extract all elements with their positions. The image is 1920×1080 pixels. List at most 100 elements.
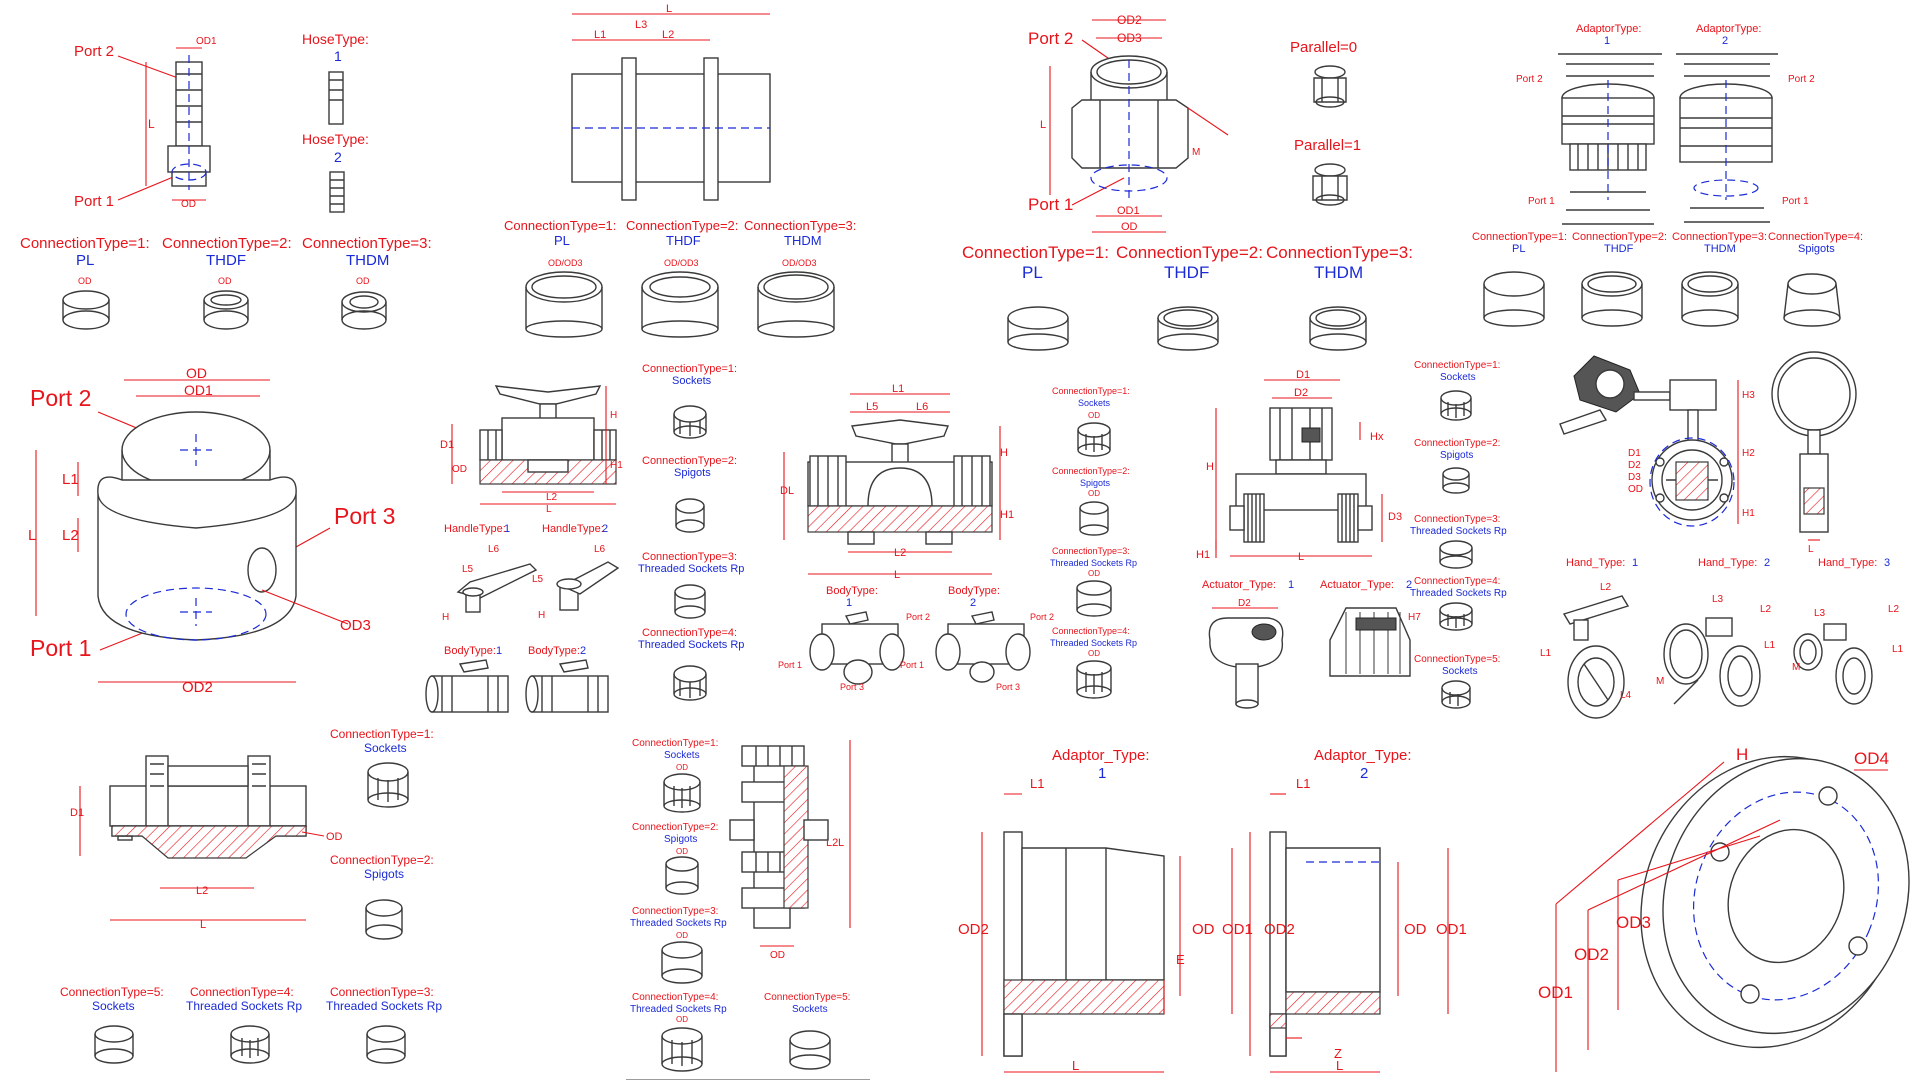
svg-text:OD1: OD1 xyxy=(1222,921,1253,938)
svg-text:AdaptorType:: AdaptorType: xyxy=(1576,23,1641,35)
svg-text:1: 1 xyxy=(496,645,502,657)
hose-cap-3: OD xyxy=(341,276,387,330)
svg-text:Z: Z xyxy=(1334,1046,1342,1061)
svg-text:OD/OD3: OD/OD3 xyxy=(664,258,699,268)
adaptor-bottom-type1: 1 xyxy=(1098,765,1106,782)
hose-cap-1: OD xyxy=(62,276,110,330)
svg-text:OD: OD xyxy=(676,1015,688,1024)
ball-conn-cap-1 xyxy=(673,405,707,439)
svg-text:Port 1: Port 1 xyxy=(900,660,924,670)
svg-text:Spigots: Spigots xyxy=(1080,478,1111,488)
svg-text:Threaded Sockets Rp: Threaded Sockets Rp xyxy=(638,563,744,575)
adaptor-cap-4 xyxy=(1783,273,1841,327)
union-l-dim: L xyxy=(666,3,672,15)
tee-drawing xyxy=(97,411,297,641)
nipple-conn1-label: ConnectionType=1: xyxy=(962,243,1109,262)
svg-text:ConnectionType=1:: ConnectionType=1: xyxy=(1414,360,1500,371)
svg-text:OD: OD xyxy=(676,763,688,772)
union-conn2-value: THDF xyxy=(666,233,701,248)
svg-text:ConnectionType=2:: ConnectionType=2: xyxy=(1414,438,1500,449)
butterfly-side-drawing xyxy=(1649,379,1735,527)
svg-text:OD/OD3: OD/OD3 xyxy=(548,258,583,268)
threeway-conn-cap-4: OD xyxy=(1076,649,1112,699)
hand-type3-drawing xyxy=(1793,623,1873,705)
diaphragm-valve-panel: D1 D2 Hx H H1 D3 L Actuator_Type: 1 Actu… xyxy=(1196,360,1507,709)
svg-text:ConnectionType=2:: ConnectionType=2: xyxy=(330,853,434,867)
svg-text:L1: L1 xyxy=(1540,648,1552,659)
ball-valve-panel: D1 OD H H1 L2 L HandleType: 1 HandleType… xyxy=(425,363,744,713)
hand-type1-drawing xyxy=(1562,595,1630,719)
svg-text:ConnectionType=3:: ConnectionType=3: xyxy=(330,985,434,999)
svg-text:ConnectionType=5:: ConnectionType=5: xyxy=(60,985,164,999)
check-conn-cap-2 xyxy=(365,899,403,940)
adaptor-type2-drawing xyxy=(1676,53,1778,223)
union-drawing xyxy=(571,57,771,201)
hose-cap-2: OD xyxy=(203,276,249,330)
svg-text:L2: L2 xyxy=(826,837,838,849)
nipple-conn2-value: THDF xyxy=(1164,263,1209,282)
svg-text:HandleType:: HandleType: xyxy=(444,523,506,535)
svg-text:OD: OD xyxy=(1628,484,1643,495)
svg-text:L2: L2 xyxy=(1760,604,1772,615)
svg-text:D1: D1 xyxy=(440,439,454,451)
svg-text:L2: L2 xyxy=(196,885,208,897)
svg-text:OD2: OD2 xyxy=(1117,13,1142,27)
svg-text:L2: L2 xyxy=(894,547,906,559)
svg-text:Hand_Type:: Hand_Type: xyxy=(1698,557,1757,569)
svg-text:OD: OD xyxy=(676,931,688,940)
svg-text:Spigots: Spigots xyxy=(364,867,404,881)
svg-text:ConnectionType=3:: ConnectionType=3: xyxy=(642,551,737,563)
svg-text:L: L xyxy=(1040,119,1046,131)
svg-text:OD1: OD1 xyxy=(1117,205,1140,217)
tee-port3-label: Port 3 xyxy=(334,503,395,529)
handle-type1-drawing xyxy=(456,563,538,613)
svg-text:D2: D2 xyxy=(1294,387,1308,399)
tee-panel: Port 2 Port 1 Port 3 OD OD1 L L1 L2 OD2 xyxy=(28,365,395,696)
hose-port2-label: Port 2 xyxy=(74,43,114,60)
svg-text:L6: L6 xyxy=(488,544,500,555)
svg-text:H3: H3 xyxy=(1742,390,1755,401)
hose-type2-drawing xyxy=(329,171,345,213)
diaphragm-conn-cap-2 xyxy=(1442,467,1470,494)
diaphragm-conn-cap-5 xyxy=(1441,680,1471,709)
svg-text:2: 2 xyxy=(1406,579,1412,591)
filter-panel: L2 L OD ConnectionType=1: Sockets OD Con… xyxy=(626,738,870,1080)
svg-text:ConnectionType=3:: ConnectionType=3: xyxy=(632,906,718,917)
body-type1-drawing xyxy=(425,659,509,713)
hex-nipple-panel: Port 2 Port 1 OD2 OD3 L M OD1 OD Paralle… xyxy=(962,13,1413,351)
svg-text:L: L xyxy=(894,569,900,581)
svg-text:L1: L1 xyxy=(1892,644,1904,655)
check-conn-cap-4 xyxy=(230,1025,270,1064)
svg-text:ConnectionType=3:: ConnectionType=3: xyxy=(1414,514,1500,525)
svg-text:OD: OD xyxy=(452,464,467,475)
svg-text:ConnectionType=5:: ConnectionType=5: xyxy=(1414,654,1500,665)
hose-conn3-label: ConnectionType=3: xyxy=(302,235,432,252)
hose-l-dim: L xyxy=(148,117,155,131)
union-cap-2: OD/OD3 xyxy=(641,258,719,338)
hose-type2-value: 2 xyxy=(334,149,342,165)
hose-port1-label: Port 1 xyxy=(74,193,114,210)
svg-text:OD: OD xyxy=(1088,649,1100,658)
union-cap-3: OD/OD3 xyxy=(757,258,835,338)
svg-text:ConnectionType=2:: ConnectionType=2: xyxy=(632,822,718,833)
svg-text:3: 3 xyxy=(1884,557,1890,569)
svg-text:L6: L6 xyxy=(594,544,606,555)
svg-text:Actuator_Type:: Actuator_Type: xyxy=(1320,579,1394,591)
svg-text:L2: L2 xyxy=(546,492,558,503)
hose-conn2-label: ConnectionType=2: xyxy=(162,235,292,252)
svg-text:L: L xyxy=(1808,544,1814,555)
svg-text:Threaded Sockets Rp: Threaded Sockets Rp xyxy=(1410,588,1507,599)
svg-text:Threaded Sockets Rp: Threaded Sockets Rp xyxy=(638,639,744,651)
svg-text:OD: OD xyxy=(1192,921,1215,938)
svg-text:H1: H1 xyxy=(1000,509,1014,521)
svg-text:ConnectionType=4:: ConnectionType=4: xyxy=(1414,576,1500,587)
union-conn3-label: ConnectionType=3: xyxy=(744,218,856,233)
svg-text:Threaded Sockets Rp: Threaded Sockets Rp xyxy=(1050,558,1137,568)
diaphragm-valve-drawing xyxy=(1229,407,1373,543)
svg-text:L1: L1 xyxy=(1296,776,1310,791)
svg-text:Port 1: Port 1 xyxy=(778,660,802,670)
svg-text:Threaded Sockets Rp: Threaded Sockets Rp xyxy=(1050,638,1137,648)
svg-text:ConnectionType=4:: ConnectionType=4: xyxy=(642,627,737,639)
svg-text:L: L xyxy=(838,837,844,849)
svg-text:THDF: THDF xyxy=(1604,243,1634,255)
